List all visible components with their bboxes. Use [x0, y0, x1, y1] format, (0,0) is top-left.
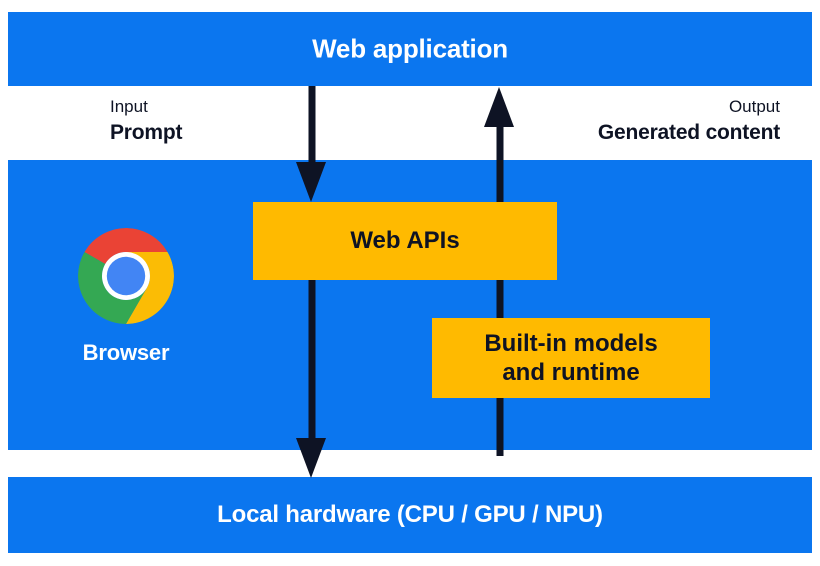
output-value: Generated content	[597, 120, 780, 144]
layer-local-hardware: Local hardware (CPU / GPU / NPU)	[8, 477, 812, 553]
builtin-models-line-2: and runtime	[502, 359, 640, 386]
local-hardware-label: Local hardware (CPU / GPU / NPU)	[217, 501, 603, 528]
input-kicker: Input	[110, 97, 148, 116]
input-value: Prompt	[110, 120, 183, 144]
arrow-up-icon-output	[484, 87, 514, 456]
arrow-down-icon-input	[296, 86, 326, 202]
builtin-models-box: Built-in models and runtime	[432, 318, 710, 398]
web-apis-box: Web APIs	[253, 202, 557, 280]
browser-label: Browser	[82, 340, 170, 365]
browser-group: Browser	[62, 228, 190, 366]
web-application-label: Web application	[312, 33, 508, 64]
output-kicker: Output	[728, 97, 780, 116]
web-apis-label: Web APIs	[350, 227, 460, 255]
builtin-models-label: Built-in models and runtime	[484, 329, 657, 388]
input-flow-label: Input Prompt	[110, 96, 183, 146]
output-flow-label: Output Generated content	[598, 96, 780, 146]
builtin-models-line-1: Built-in models	[484, 329, 658, 357]
layer-web-application: Web application	[8, 12, 812, 86]
chrome-logo-icon	[78, 228, 174, 324]
arrow-down-icon-hardware	[296, 280, 326, 478]
